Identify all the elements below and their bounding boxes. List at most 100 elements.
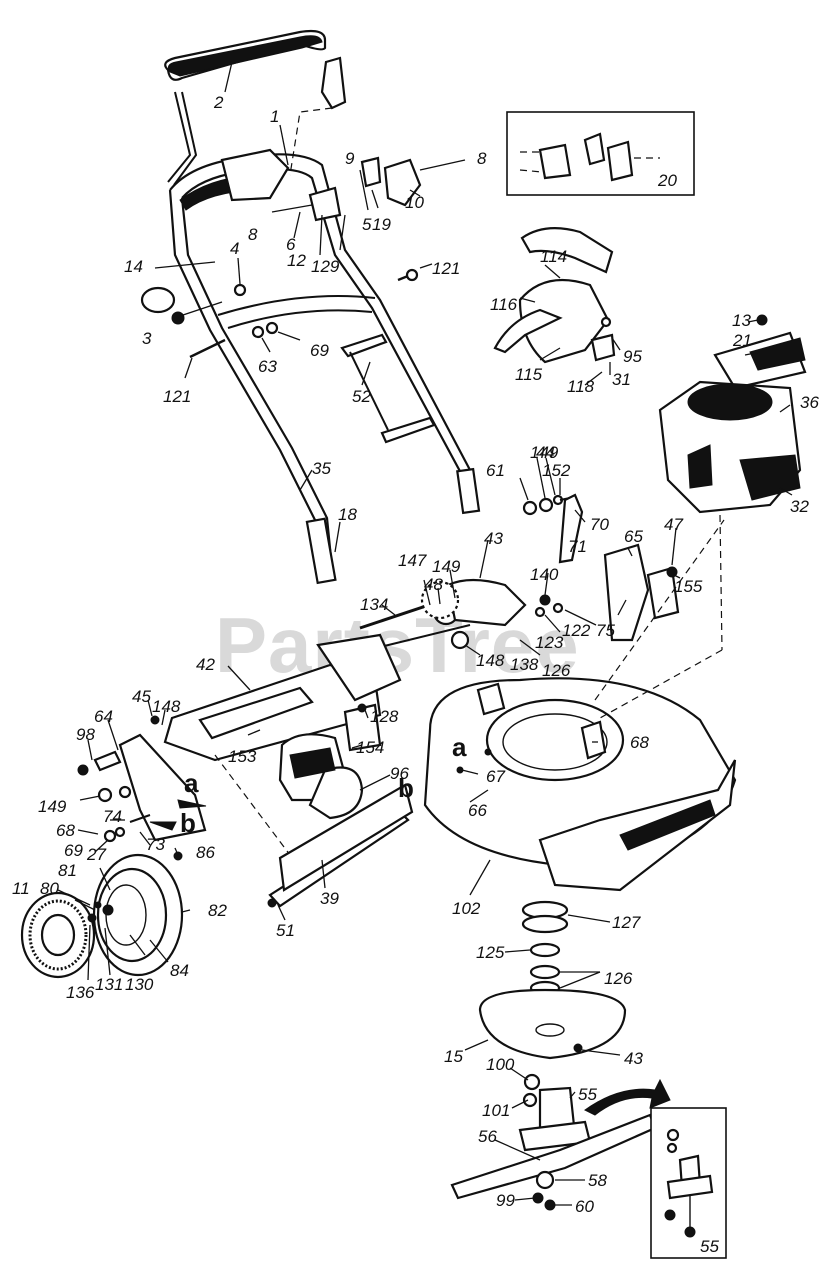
callout-42: 42	[196, 655, 215, 674]
handle-knob	[140, 286, 223, 325]
callout-66: 66	[468, 801, 487, 820]
callout-126: 126	[604, 969, 633, 988]
callout-60: 60	[575, 1197, 594, 1216]
callout-14: 14	[124, 257, 143, 276]
callout-8-right: 8	[477, 149, 487, 168]
callout-15: 15	[444, 1047, 463, 1066]
callout-55-main: 55	[578, 1085, 597, 1104]
callout-123: 123	[535, 633, 564, 652]
marker-a-deck: a	[452, 732, 467, 762]
washer	[251, 325, 265, 339]
callout-63: 63	[258, 357, 277, 376]
callout-96: 96	[390, 764, 409, 783]
callout-95: 95	[623, 347, 642, 366]
nut	[233, 283, 247, 297]
callout-68-right: 68	[630, 733, 649, 752]
callout-11: 11	[12, 879, 30, 898]
callout-148-mid: 148	[476, 651, 505, 670]
callout-154: 154	[356, 738, 384, 757]
hubcap	[20, 891, 102, 979]
callout-31: 31	[612, 370, 631, 389]
callout-99: 99	[496, 1191, 515, 1210]
callout-74: 74	[103, 807, 122, 826]
callout-64: 64	[94, 707, 113, 726]
callout-2: 2	[213, 93, 224, 112]
discharge-chute	[493, 227, 616, 364]
wheel-bracket	[77, 733, 207, 861]
callout-86: 86	[196, 843, 215, 862]
callout-21: 21	[732, 331, 752, 350]
callout-118: 118	[567, 377, 595, 396]
callout-149-mid: 149	[432, 557, 461, 576]
callout-58: 58	[588, 1171, 607, 1190]
callout-121-right: 121	[432, 259, 460, 278]
callout-52: 52	[352, 387, 371, 406]
mower-deck	[423, 514, 737, 892]
callout-71: 71	[568, 537, 587, 556]
callout-61: 61	[486, 461, 505, 480]
callout-48: 48	[424, 575, 443, 594]
callout-45: 45	[132, 687, 151, 706]
callout-155: 155	[674, 577, 703, 596]
control-box	[220, 56, 422, 222]
callout-134: 134	[360, 595, 388, 614]
inset-box-55	[650, 1107, 727, 1259]
handle-brace	[340, 333, 436, 444]
callout-6: 6	[286, 235, 296, 254]
callout-56: 56	[478, 1127, 497, 1146]
callout-labels: 2 1 9 8 10 20 8 5 19 6 12 129 14 4 121 1…	[12, 93, 819, 1256]
transmission-cover	[150, 633, 402, 856]
callout-19: 19	[372, 215, 391, 234]
callout-116: 116	[490, 295, 518, 314]
callout-131: 131	[95, 975, 123, 994]
callout-44: 44	[536, 443, 555, 462]
front-skirt	[267, 783, 414, 908]
callout-130: 130	[125, 975, 154, 994]
callout-36: 36	[800, 393, 819, 412]
callout-9: 9	[345, 149, 355, 168]
callout-68-left: 68	[56, 821, 75, 840]
callout-128: 128	[370, 707, 399, 726]
callout-98: 98	[76, 725, 95, 744]
marker-b-left: b	[180, 808, 196, 838]
callout-10: 10	[405, 193, 424, 212]
engine	[658, 380, 802, 514]
drive-parts	[359, 493, 680, 651]
washer	[265, 321, 279, 335]
callout-5: 5	[362, 215, 372, 234]
callout-122: 122	[562, 621, 591, 640]
callout-12: 12	[287, 251, 306, 270]
callout-115: 115	[515, 365, 543, 384]
callout-138: 138	[510, 655, 539, 674]
callout-8-left: 8	[248, 225, 258, 244]
callout-70: 70	[590, 515, 609, 534]
upper-handle	[164, 29, 327, 186]
inset-box-20	[506, 111, 695, 196]
callout-65: 65	[624, 527, 643, 546]
callout-73: 73	[146, 835, 165, 854]
rear-wheel	[92, 853, 184, 977]
callout-39: 39	[320, 889, 339, 908]
callout-149-top: 149	[530, 443, 559, 462]
callout-67: 67	[486, 767, 505, 786]
callout-140: 140	[530, 565, 559, 584]
callout-84: 84	[170, 961, 189, 980]
callout-69-left: 69	[64, 841, 83, 860]
callout-125: 125	[476, 943, 505, 962]
callout-129: 129	[311, 257, 340, 276]
callout-55-inset: 55	[700, 1237, 719, 1256]
callout-80: 80	[40, 879, 59, 898]
callout-43-top: 43	[484, 529, 503, 548]
callout-82: 82	[208, 901, 227, 920]
callout-136: 136	[66, 983, 95, 1002]
callout-51: 51	[276, 921, 295, 940]
callout-20: 20	[657, 171, 677, 190]
callout-47: 47	[664, 515, 683, 534]
callout-35: 35	[312, 459, 331, 478]
callout-3: 3	[142, 329, 152, 348]
callout-147: 147	[398, 551, 427, 570]
callout-75: 75	[596, 621, 615, 640]
callout-13: 13	[732, 311, 751, 330]
callout-148-left: 148	[152, 697, 181, 716]
callout-100: 100	[486, 1055, 515, 1074]
